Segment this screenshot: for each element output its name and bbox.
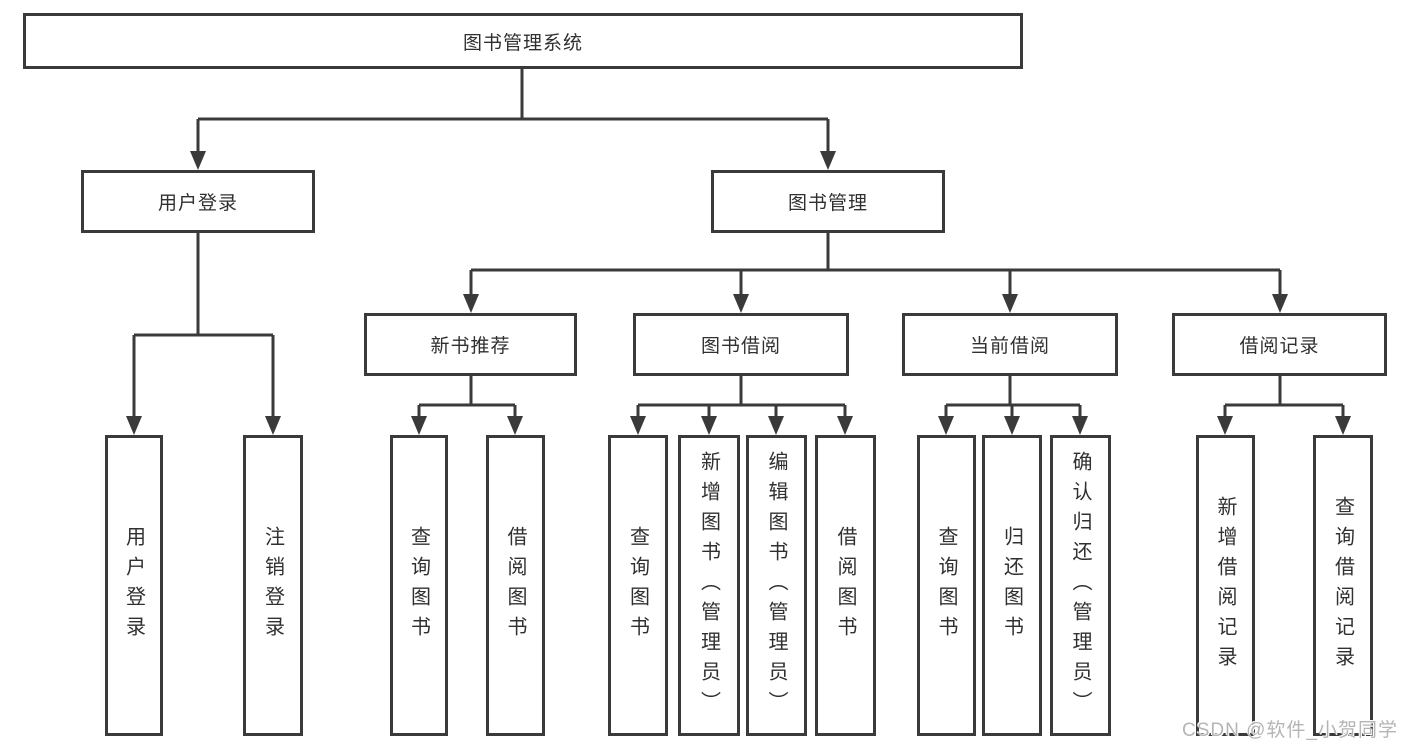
arrowhead	[1217, 416, 1233, 435]
arrowhead	[507, 416, 523, 435]
arrowhead	[733, 294, 749, 313]
leaf-borrow-query-books-label: 查询图书	[626, 525, 649, 646]
leaf-borrow-edit-books-admin-label: 编辑图书（管理员）	[765, 450, 787, 721]
arrowhead	[630, 416, 646, 435]
node-library-system: 图书管理系统	[23, 13, 1023, 69]
leaf-user-login: 用户登录	[105, 435, 163, 736]
leaf-logout: 注销登录	[243, 435, 303, 736]
arrowhead	[1335, 416, 1351, 435]
leaf-current-return-books-label: 归还图书	[1000, 525, 1023, 646]
node-user-login: 用户登录	[81, 170, 315, 233]
leaf-newbook-borrow-books: 借阅图书	[486, 435, 545, 736]
node-new-book-recommend: 新书推荐	[364, 313, 577, 376]
node-borrow-record: 借阅记录	[1172, 313, 1387, 376]
node-new-book-recommend-label: 新书推荐	[430, 336, 511, 357]
leaf-borrow-borrow-books-label: 借阅图书	[834, 525, 856, 646]
leaf-current-return-books: 归还图书	[982, 435, 1042, 736]
connector-current-borrow	[944, 376, 1082, 417]
leaf-current-confirm-return-admin-label: 确认归还（管理员）	[1069, 450, 1091, 721]
node-book-borrow: 图书借阅	[633, 313, 849, 376]
node-book-borrow-label: 图书借阅	[700, 336, 781, 357]
leaf-borrow-edit-books-admin: 编辑图书（管理员）	[746, 435, 807, 736]
connector-new-book	[417, 376, 517, 417]
node-library-system-label: 图书管理系统	[462, 32, 583, 54]
arrowhead	[837, 416, 853, 435]
arrowhead	[126, 416, 142, 435]
node-book-management-label: 图书管理	[787, 193, 868, 214]
leaf-record-query-borrow-record-label: 查询借阅记录	[1331, 495, 1354, 676]
arrowhead	[1072, 416, 1088, 435]
node-borrow-record-label: 借阅记录	[1239, 336, 1320, 357]
arrowhead	[701, 416, 717, 435]
leaf-current-query-books-label: 查询图书	[935, 525, 957, 646]
leaf-newbook-borrow-books-label: 借阅图书	[504, 525, 526, 646]
arrowhead	[1002, 294, 1018, 313]
node-user-login-label: 用户登录	[157, 193, 238, 214]
connector-user-login	[132, 233, 275, 417]
leaf-borrow-add-books-admin: 新增图书（管理员）	[678, 435, 740, 736]
arrowhead	[820, 151, 836, 170]
csdn-watermark: CSDN @软件_小贺同学	[1182, 720, 1398, 741]
arrowhead	[938, 416, 954, 435]
leaf-record-add-borrow-record: 新增借阅记录	[1196, 435, 1255, 736]
leaf-borrow-borrow-books: 借阅图书	[815, 435, 876, 736]
connector-book-management	[469, 233, 1282, 295]
node-book-management: 图书管理	[711, 170, 945, 233]
arrowhead	[411, 416, 427, 435]
node-current-borrow: 当前借阅	[902, 313, 1118, 376]
leaf-borrow-add-books-admin-label: 新增图书（管理员）	[697, 450, 720, 721]
leaf-record-query-borrow-record: 查询借阅记录	[1313, 435, 1373, 736]
arrowhead	[1004, 416, 1020, 435]
arrowhead	[463, 294, 479, 313]
connector-book-borrow	[636, 376, 847, 417]
arrowhead	[768, 416, 784, 435]
leaf-current-confirm-return-admin: 确认归还（管理员）	[1050, 435, 1111, 736]
leaf-current-query-books: 查询图书	[917, 435, 976, 736]
leaf-logout-label: 注销登录	[261, 525, 284, 646]
connector-root	[196, 69, 830, 152]
node-current-borrow-label: 当前借阅	[969, 336, 1050, 357]
leaf-user-login-label: 用户登录	[122, 525, 145, 646]
arrowhead	[1272, 294, 1288, 313]
leaf-record-add-borrow-record-label: 新增借阅记录	[1214, 495, 1236, 676]
connector-borrow-record	[1223, 376, 1345, 417]
leaf-borrow-query-books: 查询图书	[608, 435, 668, 736]
arrowhead	[265, 416, 281, 435]
arrowhead	[190, 151, 206, 170]
leaf-newbook-query-books-label: 查询图书	[407, 525, 430, 646]
leaf-newbook-query-books: 查询图书	[390, 435, 448, 736]
